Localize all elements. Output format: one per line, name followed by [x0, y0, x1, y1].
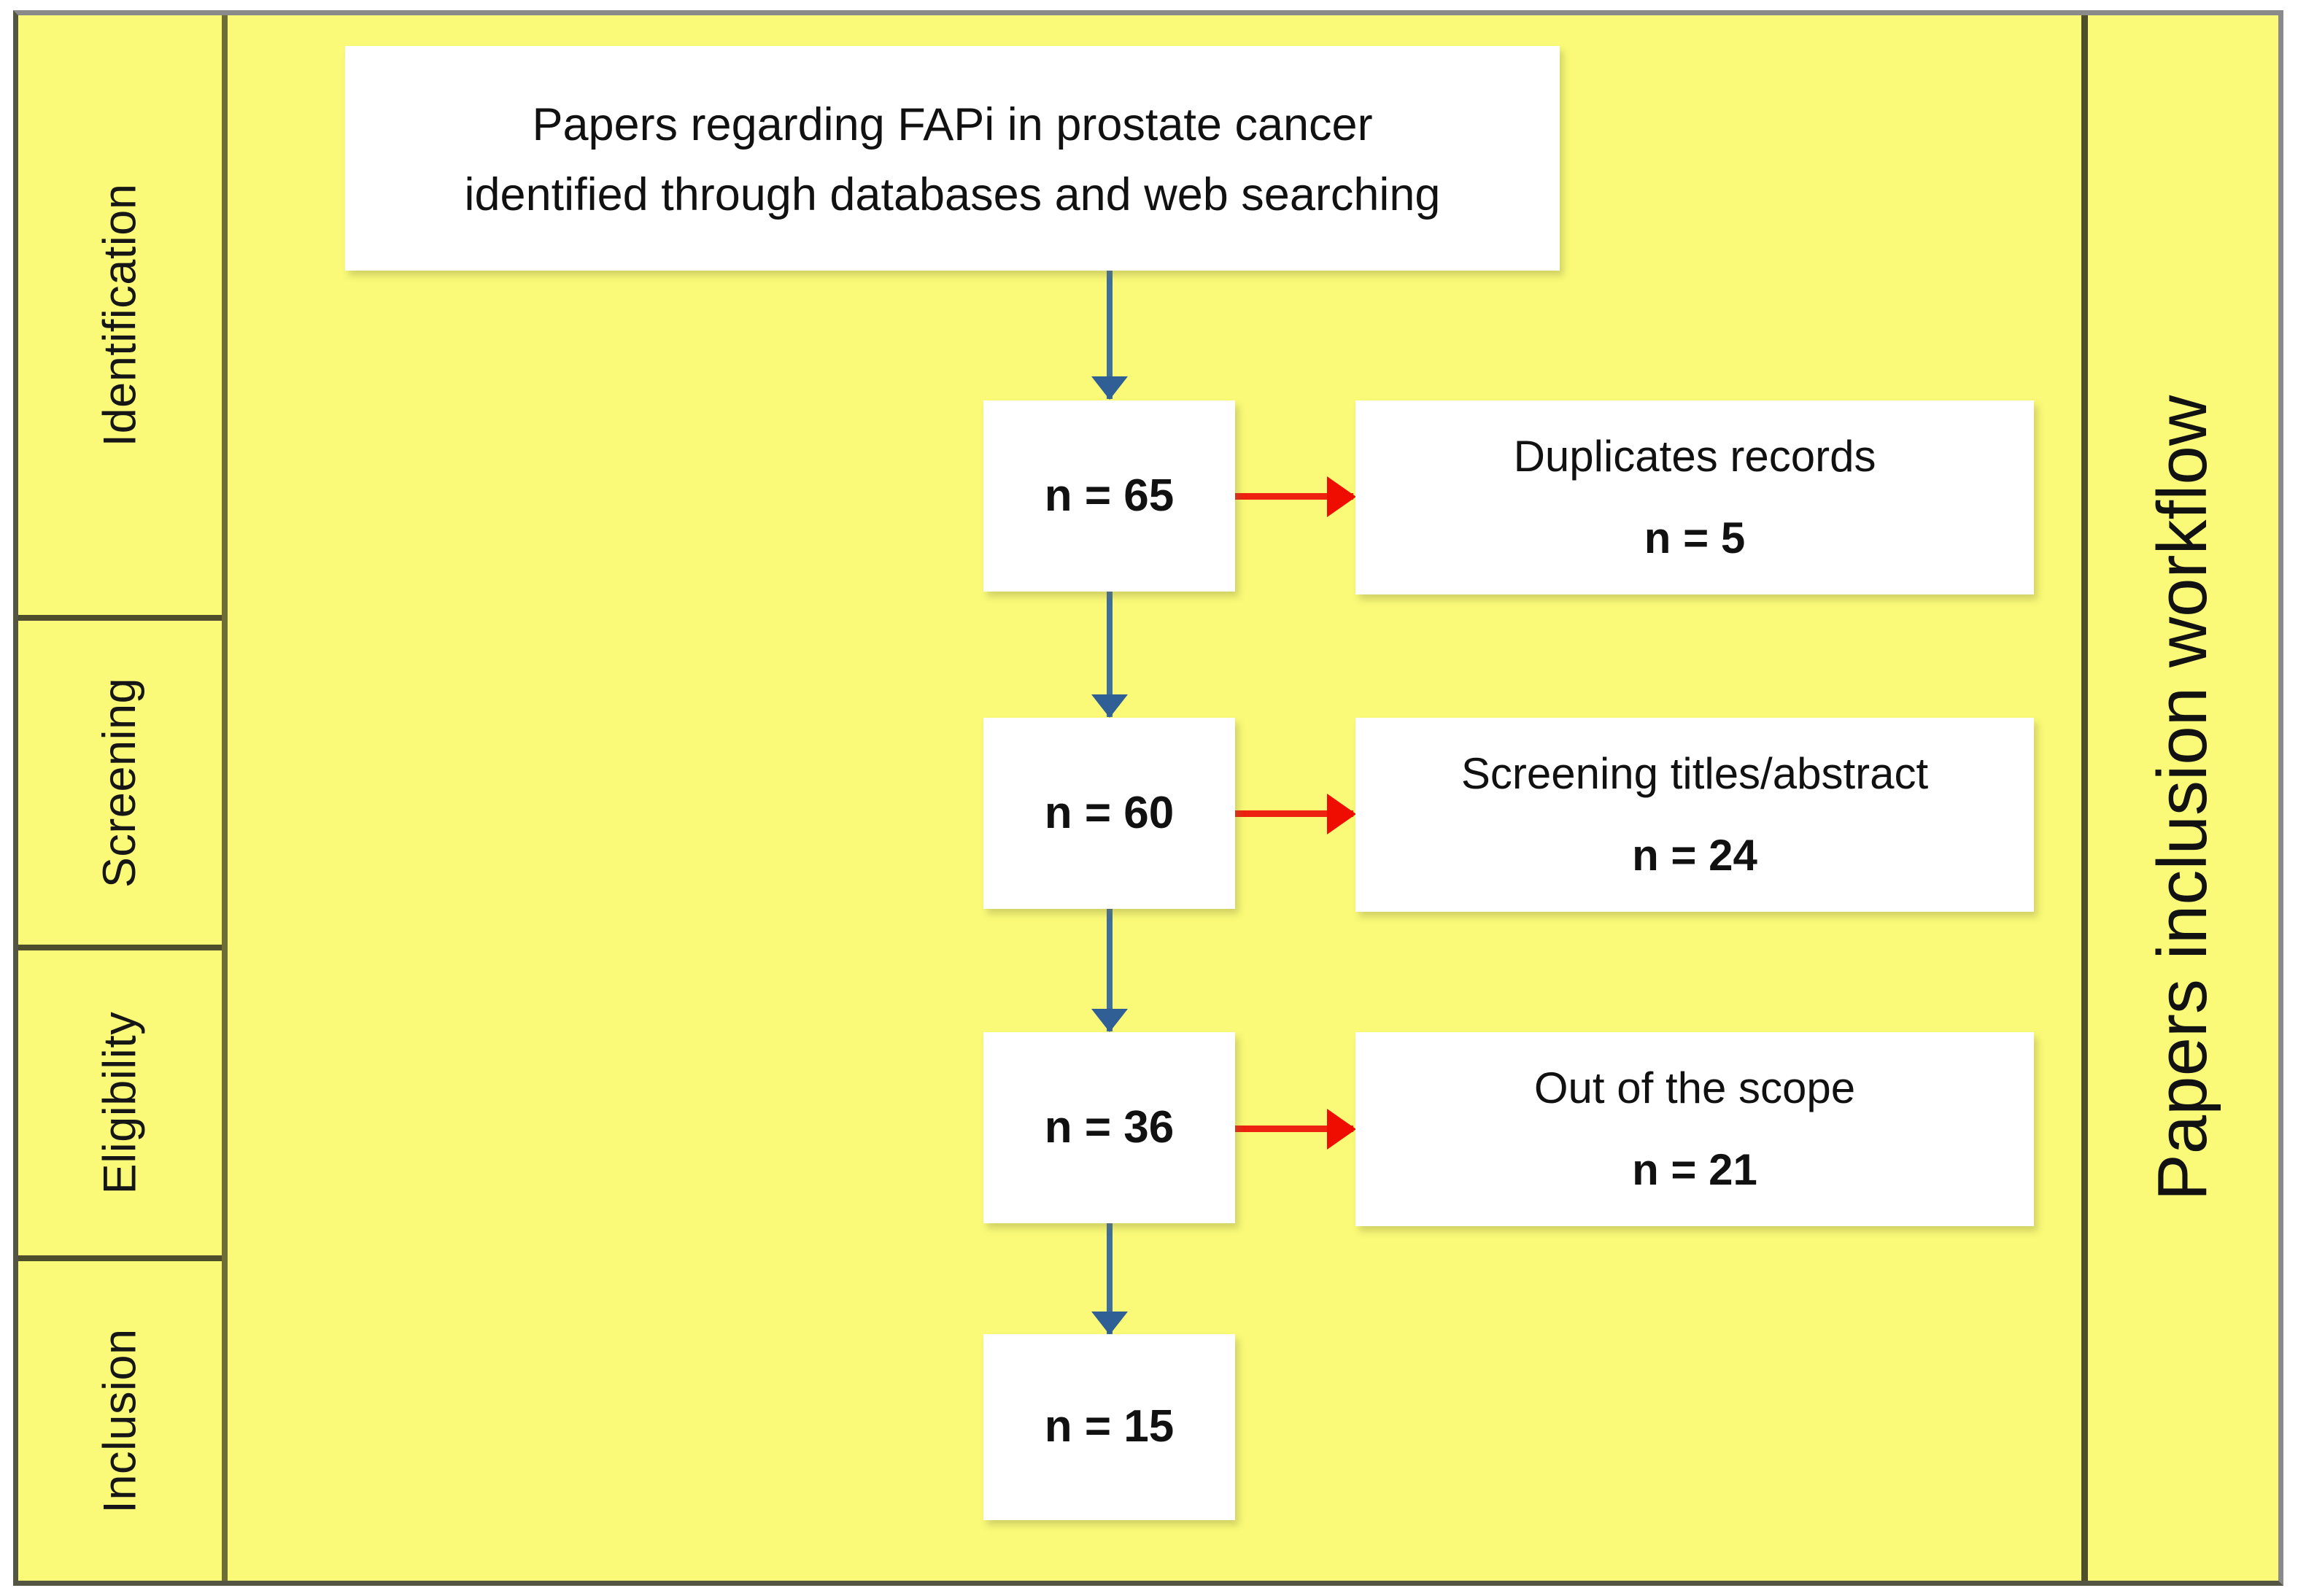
count-box-deduplicated: n = 60	[983, 718, 1235, 909]
exclusion-box-screening-value: n = 24	[1632, 831, 1757, 880]
source-box-line-1: Papers regarding FAPi in prostate cancer	[532, 99, 1373, 151]
diagram-title: Papers inclusion workflow	[2143, 395, 2222, 1201]
exclusion-box-duplicates-value: n = 5	[1644, 514, 1746, 562]
stage-cell-identification: Identification	[18, 15, 222, 615]
exclusion-box-scope-value: n = 21	[1632, 1145, 1757, 1194]
exclusion-box-scope: Out of the scope n = 21	[1355, 1032, 2034, 1226]
exclusion-box-screening: Screening titles/abstract n = 24	[1355, 718, 2034, 912]
stage-cell-screening: Screening	[18, 615, 222, 945]
stage-label-screening: Screening	[94, 677, 146, 888]
count-box-identified: n = 65	[983, 400, 1235, 592]
count-box-eligible-value: n = 36	[1044, 1101, 1175, 1153]
flow-arrow-down-2	[1107, 592, 1113, 717]
flow-arrow-down-4	[1107, 1223, 1113, 1334]
exclusion-box-duplicates-reason: Duplicates records	[1513, 432, 1876, 481]
exclusion-box-scope-reason: Out of the scope	[1533, 1064, 1856, 1113]
count-box-eligible: n = 36	[983, 1032, 1235, 1223]
stage-label-inclusion: Inclusion	[94, 1328, 146, 1514]
exclusion-arrow-right-1	[1235, 493, 1353, 500]
stage-column: Identification Screening Eligibility Inc…	[18, 15, 228, 1581]
count-box-included-value: n = 15	[1044, 1401, 1175, 1452]
flow-arrow-down-3	[1107, 909, 1113, 1031]
title-column: Papers inclusion workflow	[2081, 15, 2278, 1581]
source-box: Papers regarding FAPi in prostate cancer…	[345, 46, 1560, 271]
exclusion-arrow-right-2	[1235, 810, 1353, 817]
stage-cell-inclusion: Inclusion	[18, 1255, 222, 1581]
stage-label-eligibility: Eligibility	[94, 1011, 146, 1195]
count-box-deduplicated-value: n = 60	[1044, 787, 1175, 838]
exclusion-box-duplicates: Duplicates records n = 5	[1355, 400, 2034, 594]
diagram-frame: Identification Screening Eligibility Inc…	[13, 10, 2283, 1586]
stage-cell-eligibility: Eligibility	[18, 945, 222, 1255]
stage-label-identification: Identification	[94, 183, 146, 447]
source-box-line-2: identified through databases and web sea…	[464, 169, 1441, 220]
exclusion-arrow-right-3	[1235, 1126, 1353, 1132]
count-box-identified-value: n = 65	[1044, 470, 1175, 521]
flow-arrow-down-1	[1107, 271, 1113, 399]
exclusion-box-screening-reason: Screening titles/abstract	[1461, 749, 1929, 799]
flow-canvas: Papers regarding FAPi in prostate cancer…	[228, 15, 2081, 1581]
count-box-included: n = 15	[983, 1334, 1235, 1520]
